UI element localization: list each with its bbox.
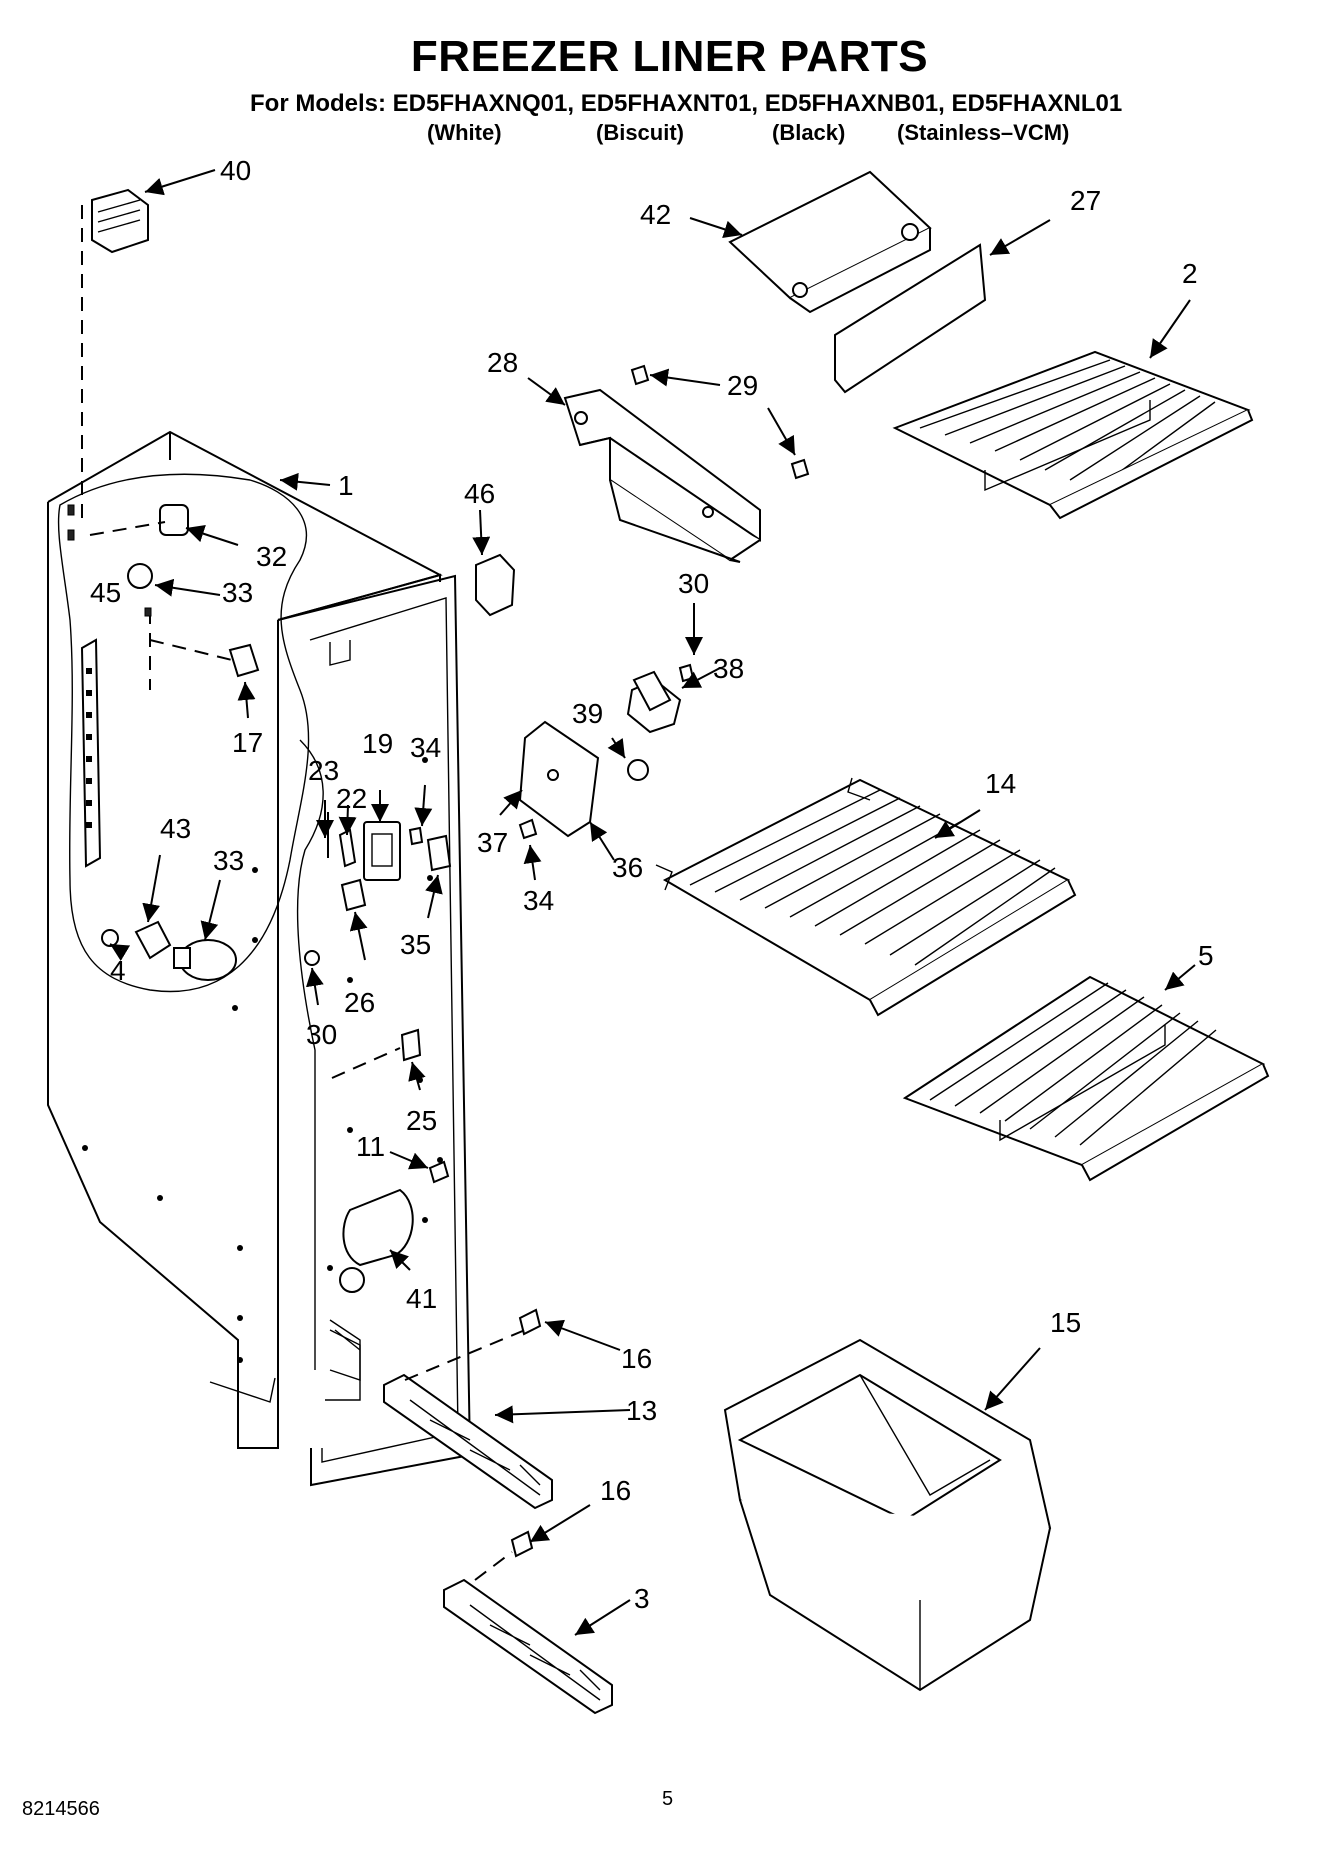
callout-4: 4 [110,955,126,986]
small-clips [475,553,672,712]
callout-26: 26 [344,987,375,1018]
callout-38: 38 [713,653,744,684]
variant-black: (Black) [772,120,846,145]
callout-3: 3 [634,1583,650,1614]
callout-16-lower: 16 [600,1475,631,1506]
page-number: 5 [662,1788,674,1810]
callout-34-left: 34 [410,732,441,763]
callout-33-upper: 33 [222,577,253,608]
callout-32: 32 [256,541,287,572]
callout-43: 43 [160,813,191,844]
page-title: FREEZER LINER PARTS [410,32,929,81]
callout-19: 19 [362,728,393,759]
callout-labels: 40 1 32 33 45 17 43 33 4 23 22 19 34 35 … [90,155,1214,1614]
air-grille [81,188,149,520]
callout-33-lower: 33 [213,845,244,876]
leader-lines [109,169,1196,1636]
callout-46: 46 [464,478,495,509]
callout-14: 14 [985,768,1016,799]
callout-30-left: 30 [306,1019,337,1050]
shelf-lower [902,975,1270,1182]
models-line: For Models: ED5FHAXNQ01, ED5FHAXNT01, ED… [250,90,1123,117]
shelf-middle [655,777,1077,1017]
shelf-brackets-upper [563,170,987,563]
callout-1: 1 [338,470,354,501]
control-components [304,812,452,1381]
trim-strips [383,1308,613,1715]
callout-35: 35 [400,929,431,960]
callout-39: 39 [572,698,603,729]
callout-5: 5 [1198,940,1214,971]
variant-biscuit: (Biscuit) [596,120,684,145]
callout-45: 45 [90,577,121,608]
callout-27: 27 [1070,185,1101,216]
document-number: 8214566 [22,1798,100,1820]
callout-34-right: 34 [523,885,554,916]
light-shield [80,638,102,868]
callout-16-upper: 16 [621,1343,652,1374]
callout-23: 23 [308,755,339,786]
callout-22: 22 [336,783,367,814]
callout-40: 40 [220,155,251,186]
callout-41: 41 [406,1283,437,1314]
callout-28: 28 [487,347,518,378]
callout-36: 36 [612,852,643,883]
callout-25: 25 [406,1105,437,1136]
callout-29: 29 [727,370,758,401]
callout-30-right: 30 [678,568,709,599]
callout-17: 17 [232,727,263,758]
callout-42: 42 [640,199,671,230]
light-socket-upper [67,504,260,690]
callout-2: 2 [1182,258,1198,289]
callout-11: 11 [356,1131,385,1162]
storage-bin [723,1338,1052,1692]
control-board [518,663,695,840]
callout-37: 37 [477,827,508,858]
variant-white: (White) [427,120,502,145]
shelf-upper [892,350,1254,520]
callout-13: 13 [626,1395,657,1426]
lamp-assembly-lower [101,920,237,981]
variant-stainless: (Stainless–VCM) [897,120,1070,145]
freezer-liner [47,430,472,1487]
callout-15: 15 [1050,1307,1081,1338]
